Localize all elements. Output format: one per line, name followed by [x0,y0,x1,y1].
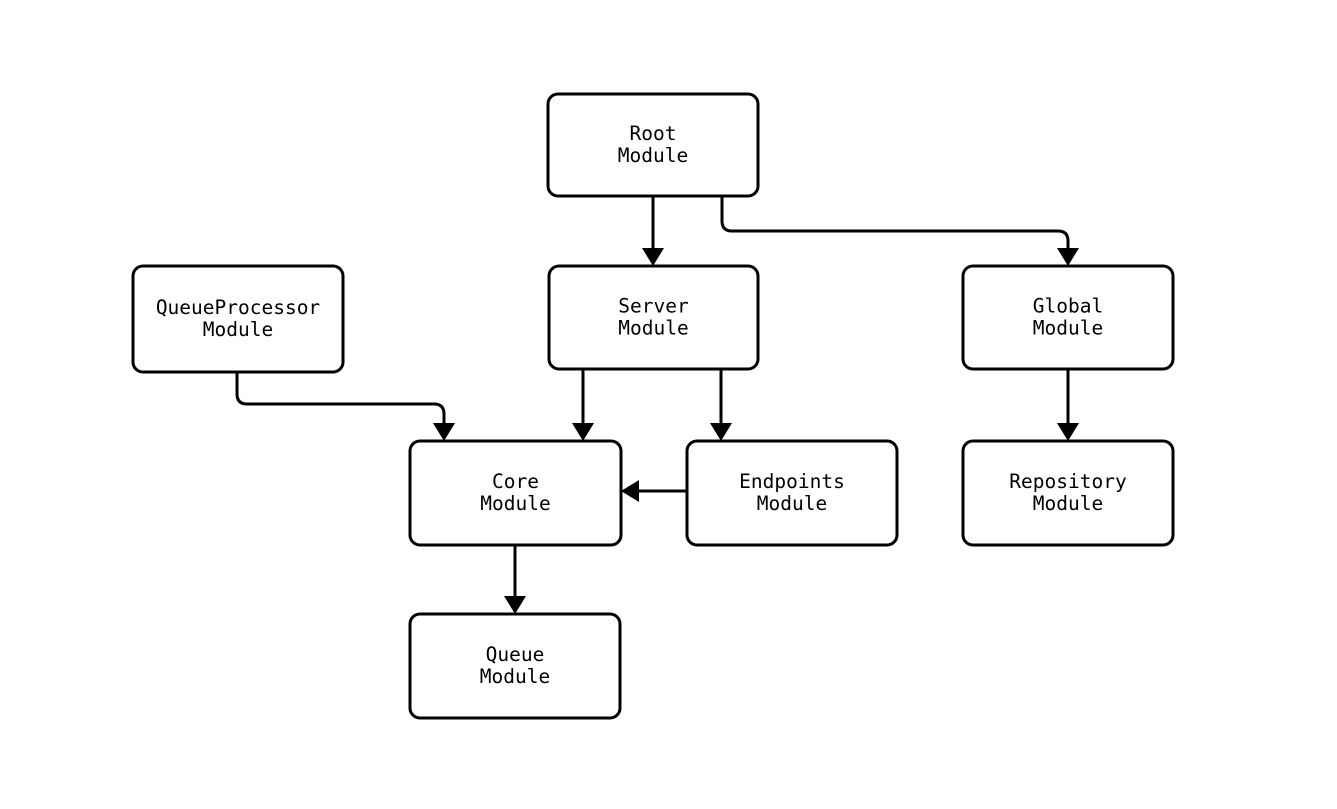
repository-module-node-label-line2: Module [1033,492,1103,515]
edge-global-to-repository [1057,369,1079,441]
edge-root-to-global-line [720,196,1070,248]
edge-root-to-global-arrowhead-icon [1057,248,1079,266]
edge-queueprocessor-to-core-arrowhead-icon [433,423,455,441]
edge-root-to-server-arrowhead-icon [642,248,664,266]
core-module-node-box[interactable] [408,439,623,547]
queue-module-node-label-line1: Queue [486,643,545,666]
global-module-node-label-line1: Global [1033,294,1103,317]
edge-global-to-repository-arrowhead-icon [1057,423,1079,441]
queueprocessor-module-node-label-line1: QueueProcessor [156,296,320,319]
queueprocessor-module-node-box[interactable] [131,264,345,374]
server-module-node-label-line2: Module [618,316,688,339]
edge-core-to-queue-arrowhead-icon [504,596,526,614]
edge-server-to-endpoints-arrowhead-icon [710,423,732,441]
endpoints-module-node-box[interactable] [685,439,899,547]
queueprocessor-module-node-label-line2: Module [203,318,273,341]
repository-module-node-box[interactable] [961,439,1175,547]
server-module-node-label-line1: Server [618,294,688,317]
edge-server-to-core [572,369,594,441]
repository-module-node-label-line1: Repository [1009,470,1126,493]
global-module-node-label-line2: Module [1033,316,1103,339]
queue-module-node-box[interactable] [408,612,622,720]
edge-server-to-endpoints [710,369,732,441]
root-module-node-label-line1: Root [630,122,677,145]
edge-root-to-server [642,196,664,266]
core-module-node-label-line1: Core [492,470,539,493]
edge-server-to-core-arrowhead-icon [572,423,594,441]
global-module-node-box[interactable] [961,264,1175,371]
queue-module-node-label-line2: Module [480,665,550,688]
server-module-node-box[interactable] [547,264,760,371]
root-module-node-box[interactable] [546,92,760,198]
root-module-node-label-line2: Module [618,144,688,167]
edges-layer [235,196,1079,614]
edge-queueprocessor-to-core [235,372,455,441]
edge-core-to-queue [504,545,526,614]
edge-endpoints-to-core [621,480,687,502]
edge-endpoints-to-core-arrowhead-icon [621,480,639,502]
edge-queueprocessor-to-core-line [235,372,446,423]
endpoints-module-node-label-line1: Endpoints [739,470,845,493]
edge-root-to-global [720,196,1079,266]
core-module-node-label-line2: Module [480,492,550,515]
endpoints-module-node-label-line2: Module [757,492,827,515]
